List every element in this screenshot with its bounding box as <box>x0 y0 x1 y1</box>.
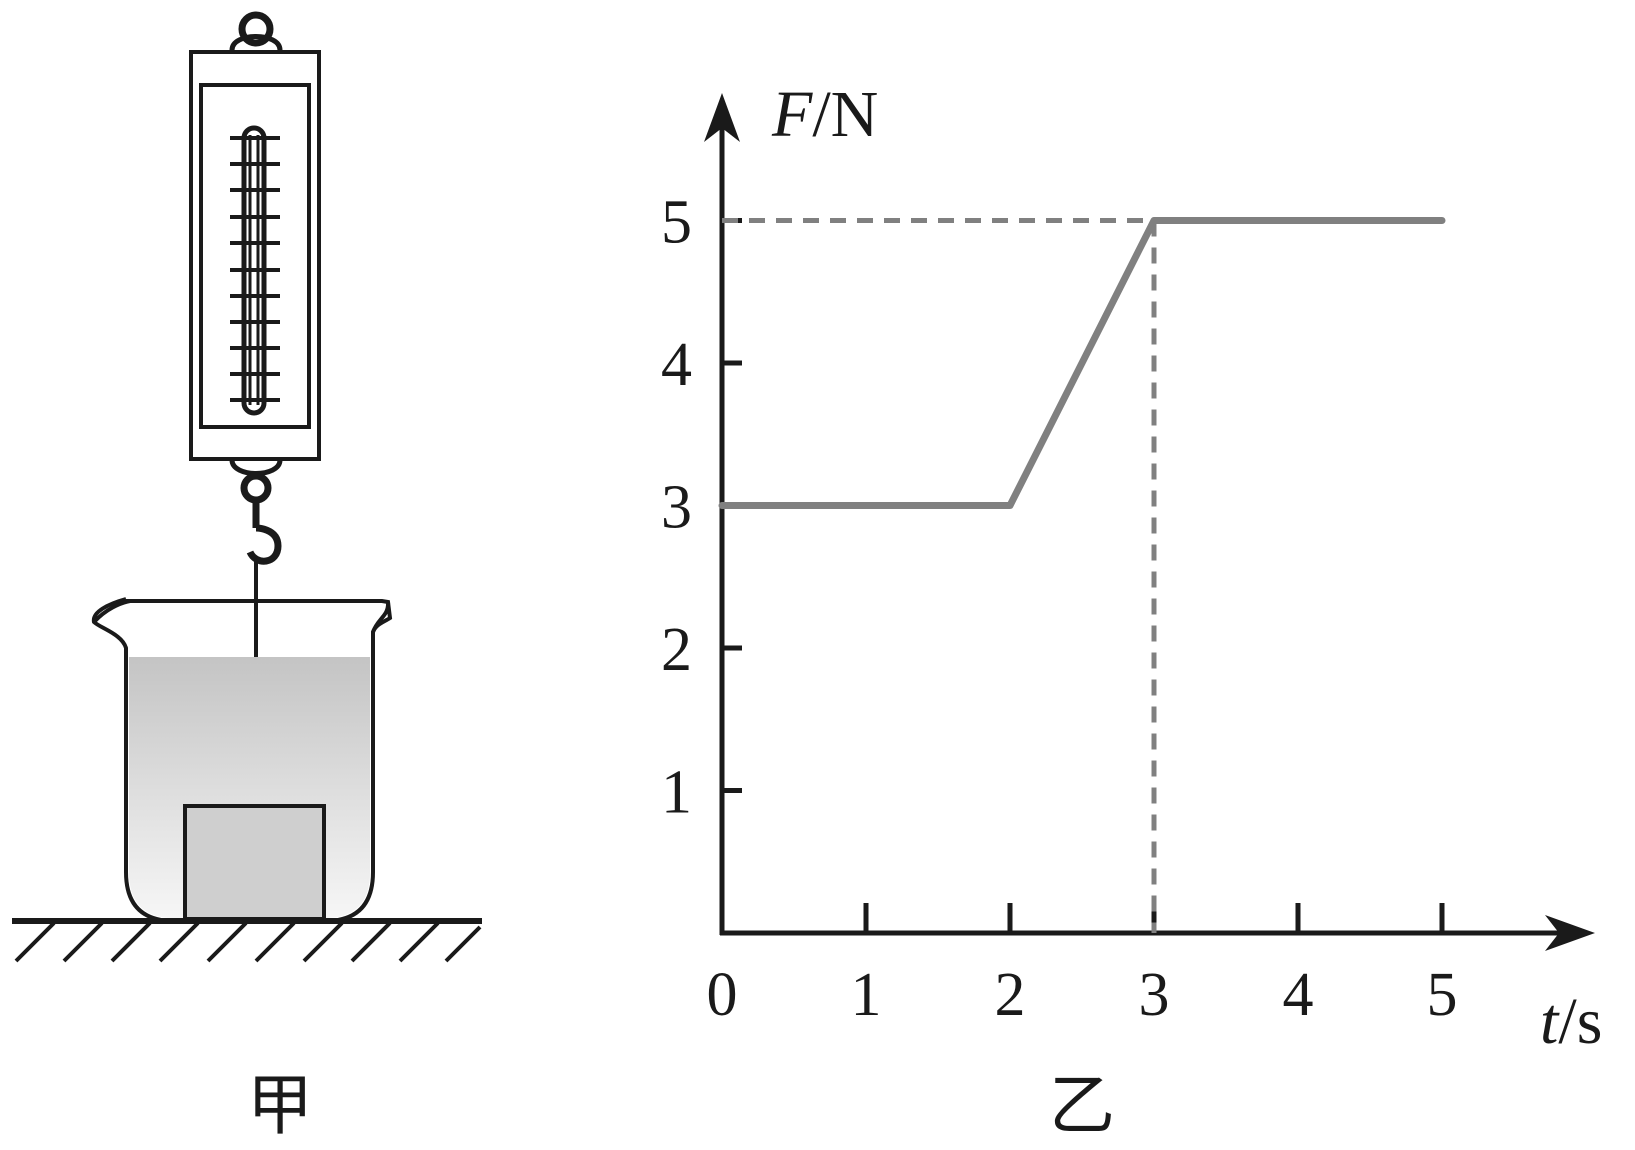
y-tick-label: 1 <box>661 759 692 827</box>
y-axis-arrow-icon <box>704 93 740 142</box>
ground <box>12 918 482 963</box>
series-layer <box>718 217 1446 509</box>
caption-yi: 乙 <box>1049 1070 1115 1143</box>
caption-jia: 甲 <box>247 1070 313 1143</box>
apparatus-figure: 甲 <box>12 11 482 1143</box>
x-tick-label: 5 <box>1427 961 1458 1029</box>
y-tick-label: 2 <box>661 616 692 684</box>
x-axis-label: t/s <box>1540 985 1602 1058</box>
x-tick-label: 2 <box>995 961 1026 1029</box>
guide-layer <box>722 218 1157 933</box>
y-tick-label: 5 <box>661 189 692 257</box>
submerged-block <box>183 804 326 921</box>
tick-layer: 0 1 2 3 4 5 1 2 3 4 5 <box>661 189 1458 1030</box>
y-axis-unit: N <box>831 78 879 151</box>
x-axis-arrow-icon <box>1545 915 1595 951</box>
hook-icon <box>229 459 283 565</box>
x-axis-unit: s <box>1577 985 1603 1058</box>
spring-scale <box>189 50 321 461</box>
y-axis-symbol: F <box>771 78 813 151</box>
y-axis-label: F/N <box>771 78 878 151</box>
x-tick-label: 0 <box>707 961 738 1029</box>
y-tick-label: 3 <box>661 474 692 542</box>
scale-ticks <box>230 136 280 402</box>
x-axis-symbol: t <box>1540 985 1560 1058</box>
force-series-line <box>718 217 1446 509</box>
x-tick-label: 1 <box>851 961 882 1029</box>
force-time-chart: F/N t/s 0 1 2 3 4 5 1 2 3 4 5 乙 <box>661 78 1602 1143</box>
y-tick-label: 4 <box>661 331 692 399</box>
x-tick-label: 4 <box>1283 961 1314 1029</box>
top-ring-icon <box>229 11 283 51</box>
x-tick-label: 3 <box>1139 961 1170 1029</box>
